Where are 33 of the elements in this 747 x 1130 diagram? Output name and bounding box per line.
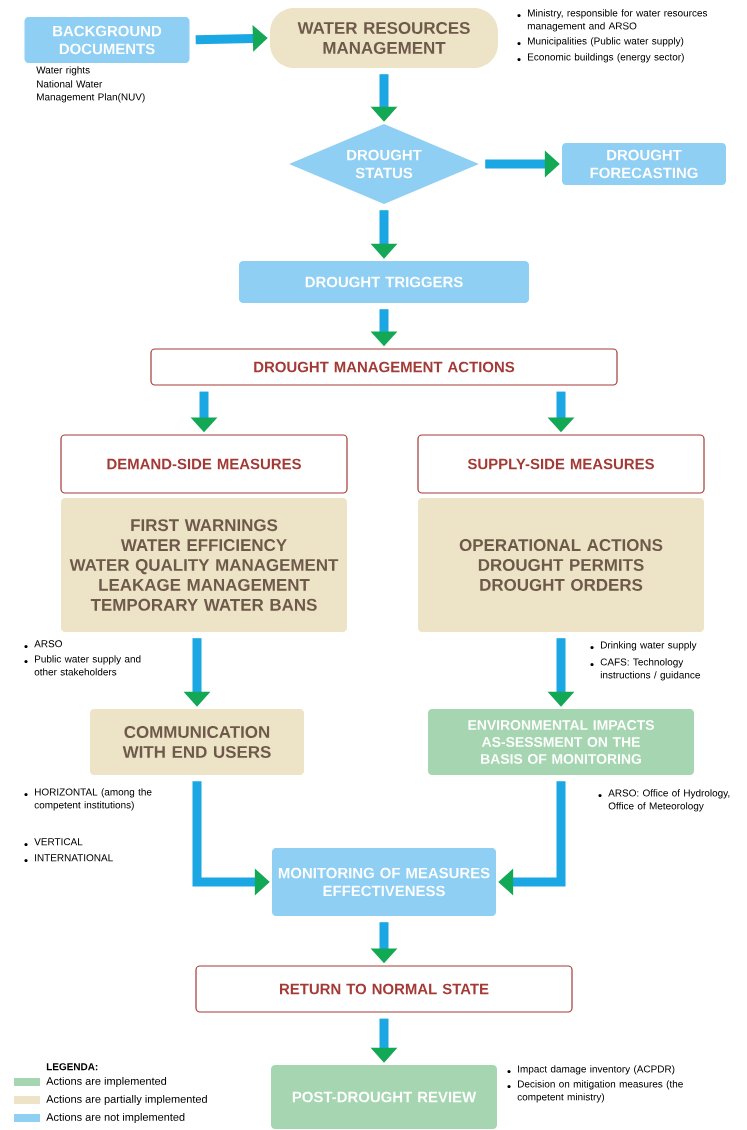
bullet-item: Public water supply and other stakeholders <box>24 655 141 676</box>
bullet-item: HORIZONTAL (among the competent institutions) <box>24 788 152 811</box>
process-box: POST-DROUGHT REVIEW <box>271 1065 497 1129</box>
legend-title: LEGENDA: <box>46 1063 98 1071</box>
bullet-item: CAFS: Technology instructions / guidance <box>590 658 700 681</box>
bullet-item: Economic buildings (energy sector) <box>517 53 684 63</box>
process-box: DROUGHT MANAGEMENT ACTIONS <box>150 348 618 386</box>
process-box: FIRST WARNINGS WATER EFFICIENCY WATER QUALITY MANAGEMENT LEAKAGE MANAGEMENT TEMPORARY WATER BANS <box>61 498 347 632</box>
process-box: SUPPLY-SIDE MEASURES <box>417 434 705 494</box>
legend-label: Actions are partially implemented <box>46 1094 207 1106</box>
bullet-item: ARSO <box>24 640 62 649</box>
bullet-item: Drinking water supply <box>590 641 697 651</box>
process-box: RETURN TO NORMAL STATE <box>195 965 573 1013</box>
process-box: COMMUNICATION WITH END USERS <box>90 709 304 775</box>
rounded-box: WATER RESOURCES MANAGEMENT <box>270 8 498 68</box>
bullet-item: Impact damage inventory (ACPDR) <box>507 1065 675 1075</box>
bullet-item: Decision on mitigation measures (the competent ministry) <box>507 1080 683 1103</box>
bullet-item: ARSO: Office of Hydrology, Office of Meteorology <box>598 789 730 812</box>
bullet-item: Ministry, responsible for water resources management and ARSO <box>517 9 708 32</box>
note-text: National Water Management Plan(NUV) <box>37 80 145 103</box>
process-box: ENVIRONMENTAL IMPACTS AS-SESSMENT ON THE BASIS OF MONITORING <box>428 709 694 775</box>
process-box: DEMAND-SIDE MEASURES <box>60 434 348 494</box>
process-box: MONITORING OF MEASURES EFFECTIVENESS <box>272 848 496 916</box>
legend-label: Actions are implemented <box>46 1076 167 1088</box>
process-box: OPERATIONAL ACTIONS DROUGHT PERMITS DROUGHT ORDERS <box>418 498 704 632</box>
bullet-item: VERTICAL <box>24 838 83 847</box>
process-box: BACKGROUND DOCUMENTS <box>24 17 190 63</box>
bullet-item: INTERNATIONAL <box>24 854 113 863</box>
process-box: DROUGHT FORECASTING <box>562 143 726 185</box>
bullet-item: Municipalities (Public water supply) <box>517 37 684 47</box>
legend-label: Actions are not implemented <box>46 1112 185 1124</box>
note-text: Water rights <box>36 66 90 76</box>
process-box: DROUGHT TRIGGERS <box>239 261 529 303</box>
